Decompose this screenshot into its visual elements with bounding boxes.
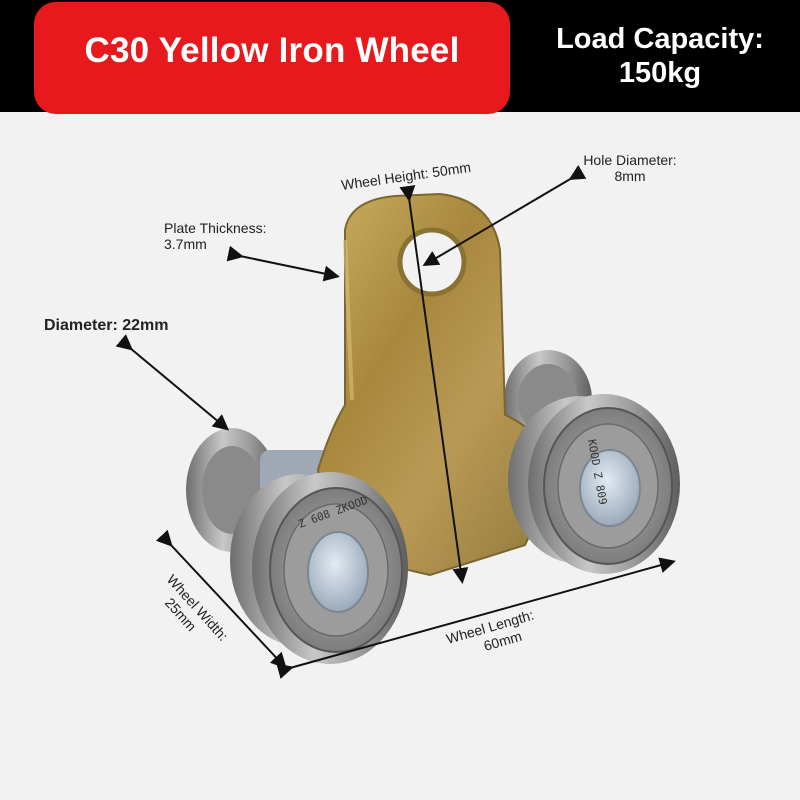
product-title: C30 Yellow Iron Wheel [84, 31, 460, 70]
load-capacity-label: Load Capacity: [556, 23, 764, 55]
wheel-length-arrow [276, 557, 676, 679]
plate-thickness-arrow [226, 245, 340, 282]
plate-thickness-label: Plate Thickness: 3.7mm [164, 220, 267, 252]
dimension-arrows [115, 165, 676, 679]
hole-diameter-arrow [422, 165, 587, 267]
front-right-bearing [508, 394, 680, 574]
hole-diameter-label: Hole Diameter: 8mm [583, 152, 677, 184]
wheel-height-label: Wheel Height: 50mm [340, 159, 472, 193]
mounting-hole [397, 227, 467, 297]
front-left-bearing [230, 472, 408, 664]
load-capacity: Load Capacity: 150kg [530, 22, 790, 90]
wheel-width-arrow [155, 529, 287, 669]
wheel-length-label: Wheel Length: 60mm [444, 607, 535, 654]
load-capacity-value: 150kg [618, 57, 702, 89]
diameter-label: Diameter: 22mm [44, 317, 169, 334]
wheel-height-arrow [399, 185, 469, 584]
diameter-arrow [115, 334, 230, 431]
title-badge: C30 Yellow Iron Wheel [34, 2, 510, 114]
wheel-width-label: Wheel Width: 25mm [162, 571, 232, 644]
plate-edge-highlight [343, 239, 354, 401]
